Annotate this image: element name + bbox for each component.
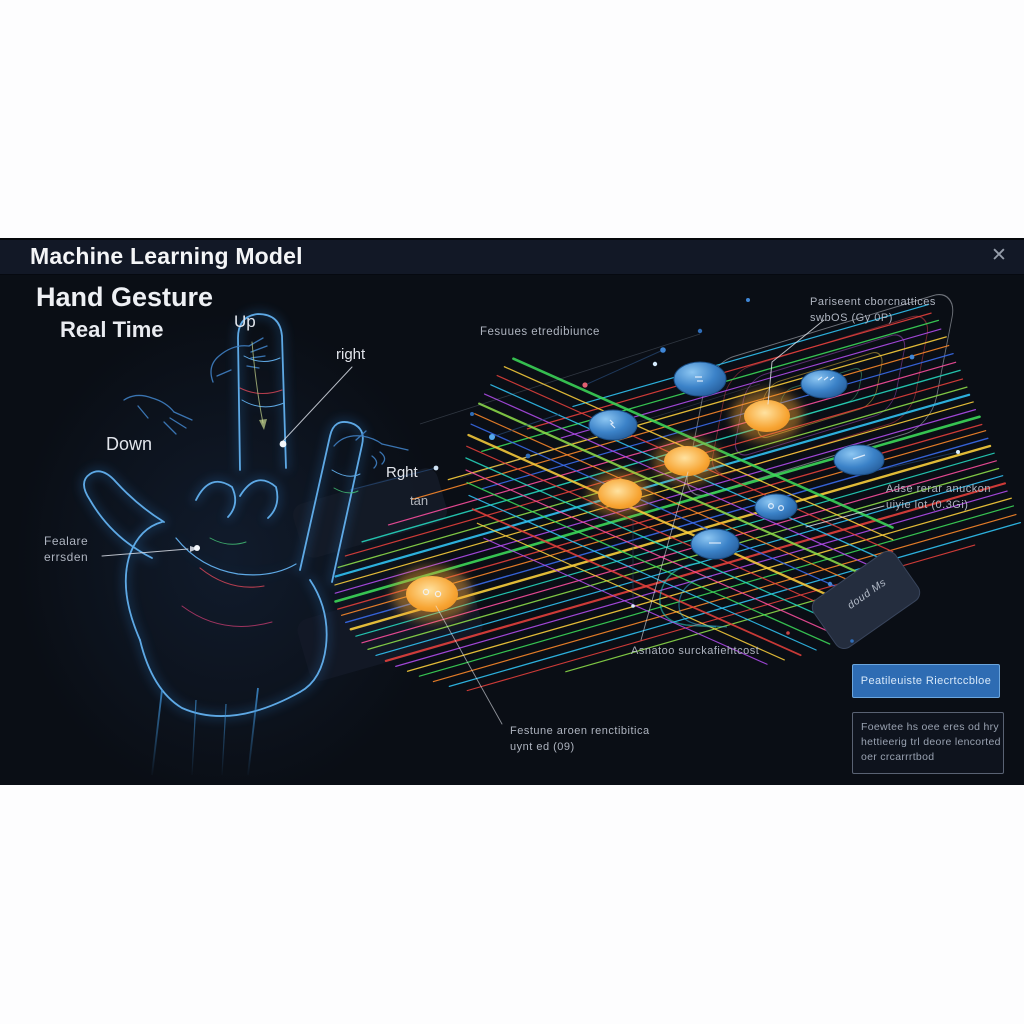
subtitle-hand-gesture: Hand Gesture [36, 282, 214, 312]
gesture-label-down: Down [106, 434, 153, 454]
annotation-feature-bottom: Festune aroen renctibitica uynt ed (09) [510, 725, 650, 753]
annotation-activation: Asnatoo surckafiehtcost [631, 645, 760, 657]
leader-lines [101, 319, 885, 725]
output-plate [811, 550, 921, 650]
hand-accent-lines [181, 387, 359, 627]
hand-wrist-fade [151, 687, 259, 776]
close-icon[interactable]: ✕ [986, 243, 1012, 269]
info-box-line: hettieerig trl deore lencorted [861, 736, 1001, 748]
info-box-line: Foewtee hs oee eres od hry [861, 721, 999, 733]
info-box: Foewtee hs oee eres od hry hettieerig tr… [852, 712, 1004, 774]
node-glyph-marks [422, 376, 866, 598]
gesture-label-right2-sub: tan [410, 493, 429, 508]
annotation-angle: Adse rerar anuckon uiyie lot (0.3Gi) [886, 483, 991, 511]
ml-model-window: Machine Learning Model ✕ Hand Gesture Re… [0, 238, 1024, 785]
info-box-line: oer crcarrrtbod [861, 751, 935, 763]
gesture-label-right: right [336, 346, 366, 363]
scatter-dots [349, 298, 960, 643]
primary-action-button[interactable]: Peatileuiste Riecrtccbloe [852, 664, 1000, 698]
window-title: Machine Learning Model [30, 243, 303, 269]
title-bar: Machine Learning Model ✕ [0, 238, 1024, 275]
annotation-feature-extraction: Fealare errsden [44, 534, 89, 564]
subtitle-real-time: Real Time [60, 317, 164, 342]
network-nodes [392, 361, 885, 622]
gesture-label-up: Up [234, 312, 256, 331]
mini-gesture-hands [123, 337, 409, 469]
gesture-label-right2: Rght [386, 464, 418, 481]
annotation-parameters: Pariseent cborcnattices swbOS (Gy 0P) [810, 296, 936, 324]
hand-wireframe [84, 314, 363, 776]
illustration-canvas [15, 294, 1021, 785]
annotation-features-mid: Fesuues etredibiunce [480, 326, 600, 338]
